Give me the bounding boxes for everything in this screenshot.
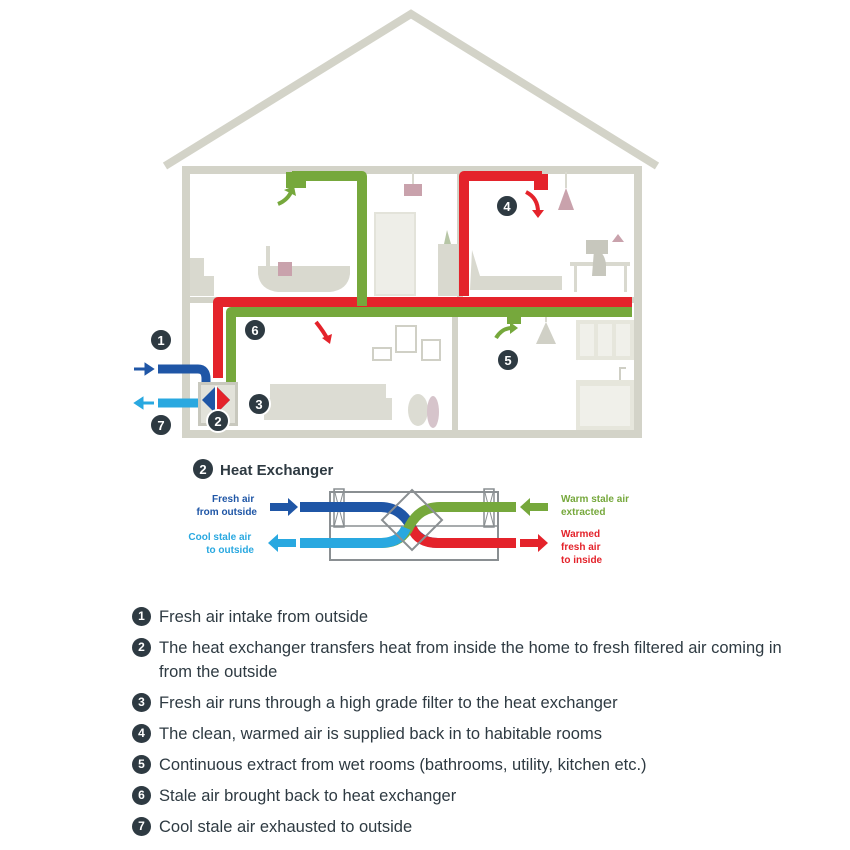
svg-text:Warm stale air extracted: Warm stale air extracted (561, 494, 632, 518)
legend-item: 7 Cool stale air exhausted to outside (132, 815, 792, 839)
legend-item: 1 Fresh air intake from outside (132, 605, 792, 629)
flow-arrows (133, 186, 544, 410)
legend-number: 5 (132, 755, 151, 774)
supply-duct-red (213, 297, 632, 378)
plant-icon (444, 230, 451, 244)
bed-icon (470, 250, 562, 290)
svg-text:Fresh air from outside: Fresh air from outside (196, 494, 257, 518)
legend-number: 6 (132, 786, 151, 805)
legend-text: Fresh air runs through a high grade filt… (159, 694, 618, 712)
fresh-in-label-1: Fresh air (212, 494, 254, 505)
warm-in-arrow (520, 498, 548, 516)
sofa-icon (264, 384, 392, 420)
legend-list: 1 Fresh air intake from outside 2 The heat… (132, 605, 792, 846)
badge-7: 7 (157, 418, 164, 433)
fresh-in-label-2: from outside (196, 507, 257, 518)
exchanger-core (380, 488, 444, 552)
legend-item: 2 The heat exchanger transfers heat from … (132, 636, 792, 684)
badge-6: 6 (251, 323, 258, 338)
pendant-light-icon (558, 188, 574, 210)
badge-1: 1 (157, 333, 164, 348)
number-badges: 1 2 3 4 5 6 7 (149, 194, 520, 437)
warmed-out-label-1: Warmed (561, 529, 600, 540)
legend-item: 4 The clean, warmed air is supplied back … (132, 722, 792, 746)
chair-icon (592, 250, 606, 276)
ducts (158, 171, 632, 408)
ceiling-light-icon (404, 184, 422, 196)
extract-duct-green (226, 307, 632, 382)
legend-text: Stale air brought back to heat exchanger (159, 787, 457, 805)
vase-icon (408, 394, 428, 426)
cool-out-label-1: Cool stale air (188, 532, 251, 543)
exchanger-title: Heat Exchanger (220, 462, 334, 479)
legend-text: Cool stale air exhausted to outside (159, 818, 413, 836)
badge-3: 3 (255, 397, 262, 412)
badge-2: 2 (214, 414, 221, 429)
warmed-out-label-2: fresh air (561, 542, 601, 553)
svg-text:Cool stale air to outsid: Cool stale air to outside (188, 532, 254, 556)
warm-in-label-1: Warm stale air (561, 494, 629, 505)
warm-in-label-2: extracted (561, 507, 605, 518)
bath-icon (258, 266, 350, 292)
legend-item: 3 Fresh air runs through a high grade fil… (132, 691, 792, 715)
legend-text: The clean, warmed air is supplied back i… (159, 725, 602, 743)
legend-item: 5 Continuous extract from wet rooms (bath… (132, 753, 792, 777)
picture-frame-icon (372, 347, 392, 361)
legend-number: 2 (132, 638, 151, 657)
legend-text: Fresh air intake from outside (159, 608, 369, 626)
towel-icon (278, 262, 292, 276)
cool-out-label-2: to outside (206, 545, 254, 556)
heat-exchanger-detail: 2 Heat Exchanger Fresh air from outside … (188, 459, 632, 566)
fresh-in-arrow (270, 498, 298, 516)
kitchen-pendant-icon (536, 322, 556, 344)
svg-text:Warmed fresh air t: Warmed fresh air to inside (561, 529, 603, 566)
badge-5: 5 (504, 353, 511, 368)
exchanger-number: 2 (199, 462, 206, 477)
warmed-out-label-3: to inside (561, 555, 603, 566)
furniture (190, 172, 634, 430)
badge-4: 4 (503, 199, 511, 214)
warmed-out-arrow (520, 534, 548, 552)
legend-text: Continuous extract from wet rooms (bathr… (159, 756, 647, 774)
intake-duct-blue (158, 364, 211, 386)
legend-number: 3 (132, 693, 151, 712)
cool-out-arrow (268, 534, 296, 552)
legend-number: 4 (132, 724, 151, 743)
legend-item: 6 Stale air brought back to heat exchange… (132, 784, 792, 808)
desk-lamp-icon (612, 234, 624, 242)
cool-stale-flow (300, 525, 411, 548)
toilet-icon (190, 258, 214, 296)
legend-text: The heat exchanger transfers heat from i… (159, 639, 782, 681)
legend-number: 7 (132, 817, 151, 836)
legend-number: 1 (132, 607, 151, 626)
house-ventilation-diagram: 1 2 3 4 5 6 7 2 Heat Exchanger (133, 9, 660, 566)
cabinet-icon (438, 244, 458, 296)
